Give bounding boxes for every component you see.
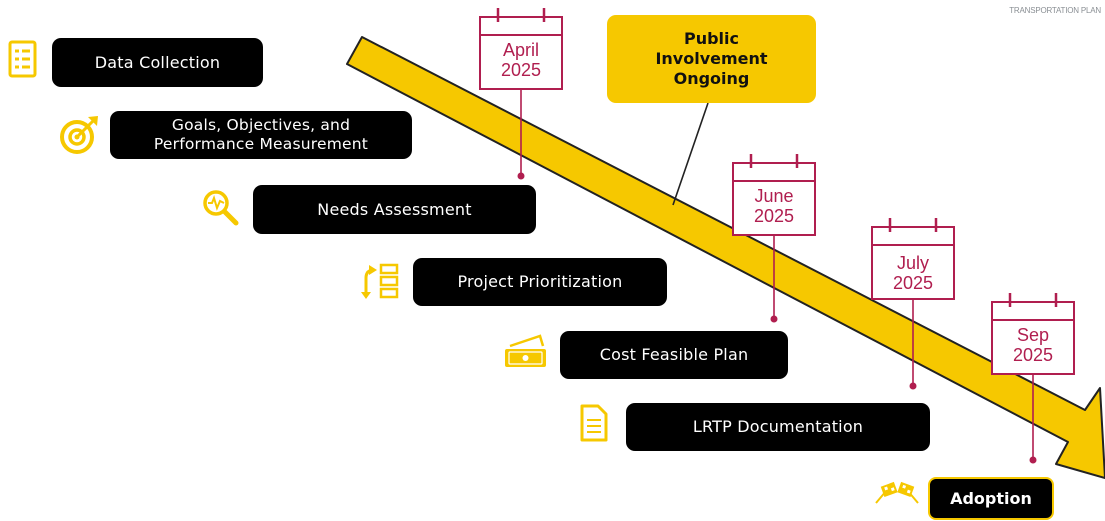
step-needs-assessment: Needs Assessment (253, 185, 536, 234)
step-goals-objectives: Goals, Objectives, and Performance Measu… (110, 111, 412, 159)
milestone-month: June (754, 186, 794, 206)
calendar-icon-april (479, 8, 563, 180)
milestone-june: June 2025 (733, 186, 815, 226)
milestone-month: Sep (1016, 325, 1050, 345)
magnifier-pulse-icon (203, 190, 239, 226)
checkered-flags-icon (875, 481, 919, 504)
milestone-july: July 2025 (872, 253, 954, 293)
checklist-icon (8, 40, 37, 78)
list-arrow-icon (361, 263, 399, 299)
milestone-month: July (896, 253, 929, 273)
milestone-month: April (502, 40, 539, 60)
public-involvement-box: Public Involvement Ongoing (607, 15, 816, 103)
calendar-icon-june (732, 154, 816, 323)
step-lrtp-documentation: LRTP Documentation (626, 403, 930, 451)
public-involvement-callout-line (672, 102, 709, 206)
milestone-april: April 2025 (480, 40, 562, 80)
milestone-year: 2025 (753, 206, 795, 226)
money-icon (505, 334, 546, 367)
calendar-icon-sep (991, 293, 1075, 464)
milestone-year: 2025 (892, 273, 934, 293)
step-project-prioritization: Project Prioritization (413, 258, 667, 306)
milestone-year: 2025 (1012, 345, 1054, 365)
step-data-collection: Data Collection (52, 38, 263, 87)
target-icon (60, 116, 98, 154)
milestone-year: 2025 (500, 60, 542, 80)
calendar-icon-july (871, 218, 955, 390)
adoption-box: Adoption (928, 477, 1054, 520)
milestone-sep: Sep 2025 (992, 325, 1074, 365)
timeline-arrow (346, 36, 1105, 479)
document-icon (580, 404, 608, 442)
corner-logo: TRANSPORTATION PLAN (1009, 6, 1101, 15)
step-cost-feasible-plan: Cost Feasible Plan (560, 331, 788, 379)
